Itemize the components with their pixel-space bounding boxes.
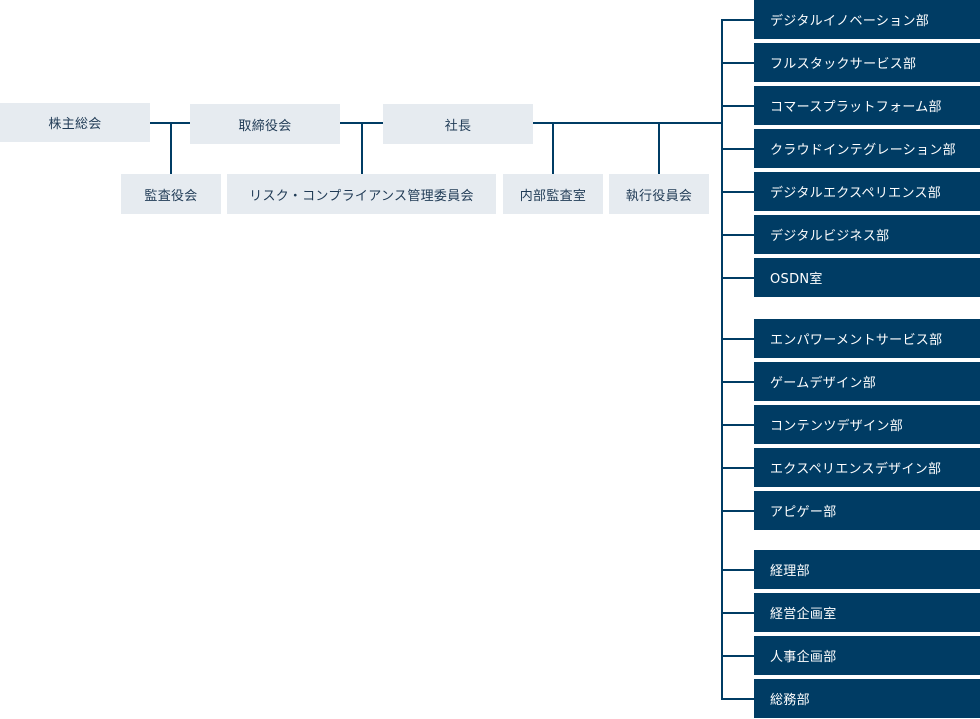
department-branch-line: [721, 62, 754, 64]
executive-officers-meeting-label: 執行役員会: [625, 188, 693, 204]
department-branch-line: [721, 569, 754, 571]
department-branch-line: [721, 612, 754, 614]
department-box: 経理部: [754, 550, 980, 589]
connector-executive-officers: [658, 122, 660, 174]
department-box: デジタルビジネス部: [754, 215, 980, 254]
president-label: 社長: [444, 118, 472, 134]
department-box: 総務部: [754, 679, 980, 718]
president-box: 社長: [383, 104, 533, 144]
department-branch-line: [721, 655, 754, 657]
department-box: OSDN室: [754, 258, 980, 297]
connector-risk-committee: [361, 122, 363, 174]
department-box: エンパワーメントサービス部: [754, 319, 980, 358]
risk-compliance-committee-box: リスク・コンプライアンス管理委員会: [227, 174, 496, 214]
department-box: コンテンツデザイン部: [754, 405, 980, 444]
department-branch-line: [721, 698, 754, 700]
department-box: ゲームデザイン部: [754, 362, 980, 401]
shareholders-meeting-label: 株主総会: [48, 117, 102, 132]
department-box: 経営企画室: [754, 593, 980, 632]
department-label: コマースプラットフォーム部: [770, 100, 942, 115]
department-box: デジタルイノベーション部: [754, 0, 980, 39]
department-box: フルスタックサービス部: [754, 43, 980, 82]
audit-board-label: 監査役会: [144, 188, 198, 204]
department-label: デジタルイノベーション部: [770, 14, 930, 29]
department-box: コマースプラットフォーム部: [754, 86, 980, 125]
department-label: エンパワーメントサービス部: [770, 333, 943, 348]
department-label: クラウドインテグレーション部: [770, 143, 956, 158]
department-branch-line: [721, 510, 754, 512]
audit-board-box: 監査役会: [121, 174, 221, 214]
department-label: デジタルエクスペリエンス部: [770, 186, 942, 201]
connector-president-trunk: [533, 122, 722, 124]
internal-audit-office-label: 内部監査室: [519, 188, 587, 204]
executive-officers-meeting-box: 執行役員会: [609, 174, 709, 214]
department-label: ゲームデザイン部: [770, 376, 877, 391]
connector-internal-audit: [552, 122, 554, 174]
department-label: 人事企画部: [770, 650, 837, 665]
department-box: デジタルエクスペリエンス部: [754, 172, 980, 211]
risk-compliance-committee-label: リスク・コンプライアンス管理委員会: [249, 188, 474, 204]
connector-audit-board: [170, 122, 172, 174]
department-label: コンテンツデザイン部: [770, 419, 904, 434]
internal-audit-office-box: 内部監査室: [503, 174, 603, 214]
department-label: フルスタックサービス部: [770, 57, 917, 72]
board-of-directors-box: 取締役会: [190, 104, 340, 144]
department-branch-line: [721, 191, 754, 193]
department-label: OSDN室: [770, 272, 823, 287]
department-branch-line: [721, 467, 754, 469]
department-label: 経営企画室: [770, 607, 837, 622]
department-box: クラウドインテグレーション部: [754, 129, 980, 168]
department-label: 総務部: [770, 693, 810, 708]
department-branch-line: [721, 338, 754, 340]
department-branch-line: [721, 381, 754, 383]
department-branch-line: [721, 105, 754, 107]
department-label: 経理部: [770, 564, 810, 579]
department-trunk-line: [721, 19, 723, 699]
department-branch-line: [721, 234, 754, 236]
shareholders-meeting-box: 株主総会: [0, 103, 150, 142]
board-of-directors-label: 取締役会: [238, 118, 292, 134]
department-box: 人事企画部: [754, 636, 980, 675]
department-branch-line: [721, 19, 754, 21]
department-branch-line: [721, 277, 754, 279]
department-branch-line: [721, 148, 754, 150]
department-box: エクスペリエンスデザイン部: [754, 448, 980, 487]
department-label: アピゲー部: [770, 505, 837, 520]
department-label: デジタルビジネス部: [770, 229, 890, 244]
department-branch-line: [721, 424, 754, 426]
department-label: エクスペリエンスデザイン部: [770, 462, 942, 477]
department-box: アピゲー部: [754, 491, 980, 530]
